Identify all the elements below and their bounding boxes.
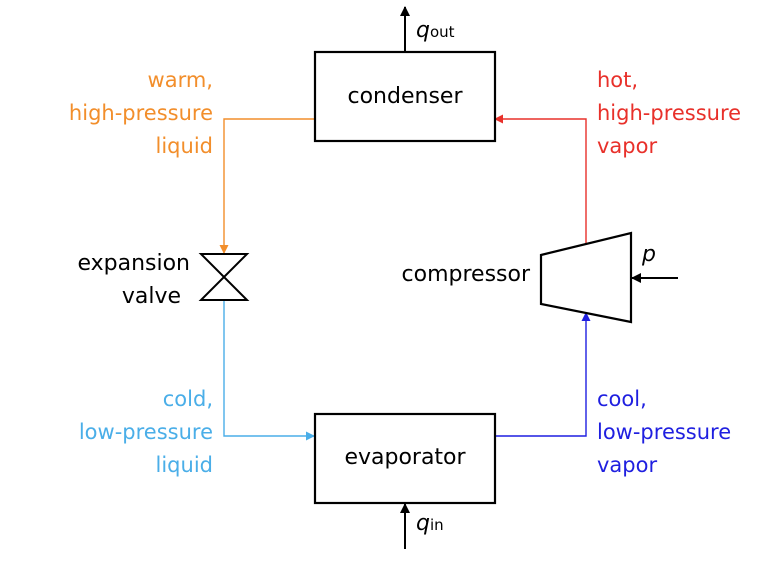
warm-liquid-label: warm, high-pressure liquid [40, 64, 213, 163]
cool-vapor-label: cool, low-pressure vapor [597, 383, 731, 482]
evaporator-label: evaporator [344, 445, 466, 470]
work-label: p [642, 240, 656, 270]
cool-vapor-line [495, 312, 591, 437]
warm-liquid-line-1: warm, [147, 68, 213, 92]
q-out-subscript: out [429, 23, 455, 41]
q-in-subscript: in [429, 516, 444, 534]
warm-liquid-line [219, 118, 314, 254]
cold-liquid-label: cold, low-pressure liquid [40, 383, 213, 482]
expansion-valve-label: expansion valve [40, 247, 190, 313]
compressor-label: compressor [401, 262, 530, 287]
cold-liquid-line-1: cold, [162, 387, 213, 411]
condenser-box [313, 50, 497, 143]
cool-vapor-line-2: low-pressure [597, 420, 732, 444]
hot-vapor-line [494, 114, 587, 244]
work-symbol: p [642, 242, 656, 267]
hot-vapor-line-2: high-pressure [597, 101, 742, 125]
warm-liquid-line-3: liquid [155, 134, 213, 158]
q-out-label: qout [416, 16, 455, 47]
q-in-label: qin [416, 509, 444, 540]
hot-vapor-label: hot, high-pressure vapor [597, 64, 741, 163]
cool-vapor-line-1: cool, [597, 387, 647, 411]
cold-liquid-line [223, 301, 315, 441]
q-out-symbol: q [416, 18, 430, 43]
cool-vapor-line-3: vapor [597, 453, 658, 477]
hot-vapor-line-3: vapor [597, 134, 658, 158]
warm-liquid-line-2: high-pressure [68, 101, 213, 125]
q-in-symbol: q [416, 511, 430, 536]
condenser-label: condenser [347, 84, 463, 109]
evaporator-box [313, 412, 497, 505]
expansion-valve-label-line-1: expansion [77, 251, 190, 276]
expansion-valve-label-line-2: valve [121, 284, 181, 309]
cold-liquid-line-2: low-pressure [78, 420, 213, 444]
hot-vapor-line-1: hot, [597, 68, 639, 92]
cold-liquid-line-3: liquid [155, 453, 213, 477]
compressor-icon [539, 231, 633, 324]
expansion-valve-icon [198, 253, 250, 301]
